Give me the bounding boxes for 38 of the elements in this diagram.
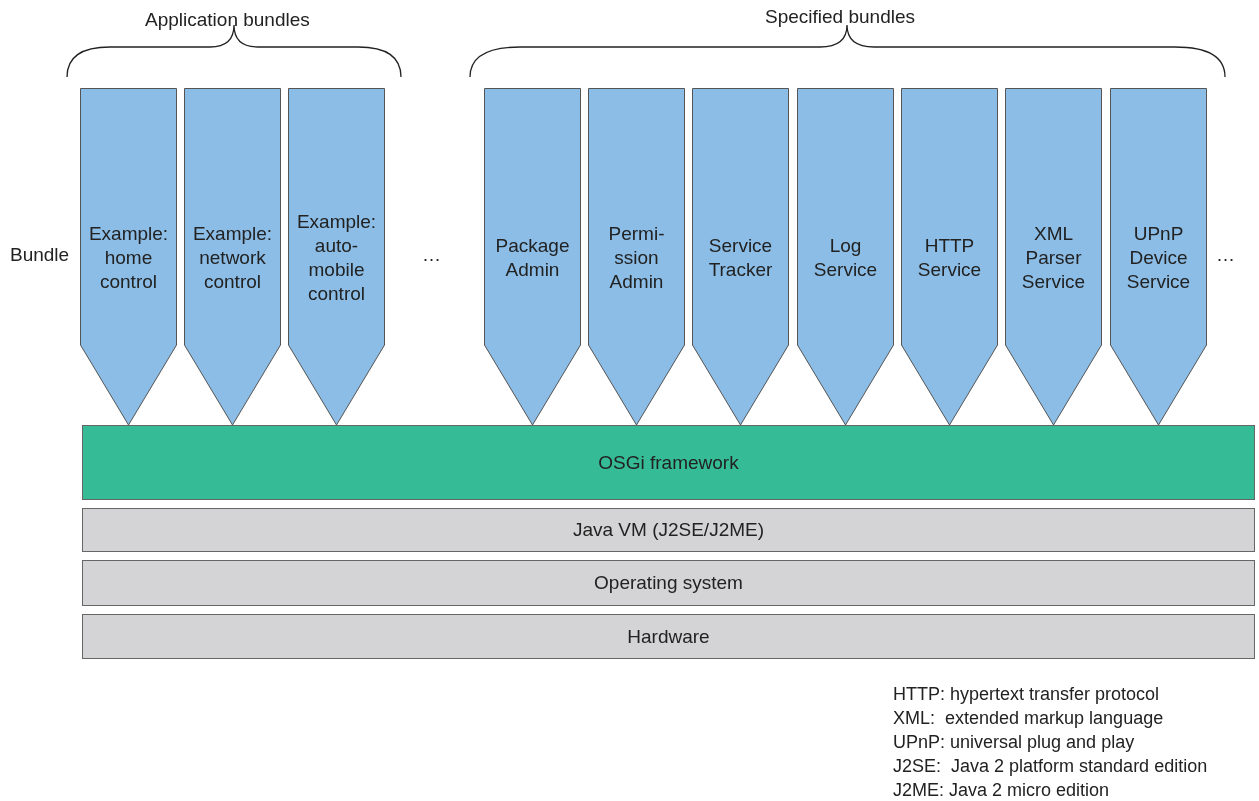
bundle-arrow-shape xyxy=(80,88,177,426)
axis-label: Bundle xyxy=(10,244,70,266)
abbreviation-note: HTTP: hypertext transfer protocol xyxy=(893,684,1160,705)
bundle-arrow-shape xyxy=(484,88,581,426)
abbreviation-note: XML: extended markup language xyxy=(893,708,1164,729)
bundle-name: Example: network control xyxy=(191,222,274,294)
bundle-name: Log Service xyxy=(812,234,879,282)
abbreviation-note: J2SE: Java 2 platform standard edition xyxy=(893,756,1208,777)
bundle-arrow-shape xyxy=(184,88,281,426)
layer-name: Hardware xyxy=(627,625,710,648)
ellipsis: … xyxy=(422,244,441,266)
bundle-name: Example: auto- mobile control xyxy=(295,210,378,306)
bundle-name: Permi- ssion Admin xyxy=(607,222,666,294)
bundle-arrow-shape xyxy=(797,88,894,426)
bundle-name: HTTP Service xyxy=(916,234,983,282)
runtime-layer xyxy=(82,508,1255,552)
hardware-layer xyxy=(82,614,1255,659)
bundle-name: XML Parser Service xyxy=(1020,222,1087,294)
bundle-name: UPnP Device Service xyxy=(1125,222,1192,294)
group-heading: Application bundles xyxy=(145,9,310,31)
bundle-name: Service Tracker xyxy=(707,234,774,282)
bundle-arrow-shape xyxy=(1005,88,1102,426)
bundle-arrow-shape xyxy=(288,88,385,426)
layer-name: Operating system xyxy=(594,572,743,594)
bundle-arrow-shape xyxy=(901,88,998,426)
abbreviation-note: J2ME: Java 2 micro edition xyxy=(893,780,1110,801)
framework-layer xyxy=(82,425,1255,500)
group-heading: Specified bundles xyxy=(765,6,915,28)
bundle-name: Package Admin xyxy=(494,234,571,282)
os-layer xyxy=(82,560,1255,606)
bundle-arrow-shape xyxy=(692,88,789,426)
layer-name: Java VM (J2SE/J2ME) xyxy=(572,519,765,541)
ellipsis: … xyxy=(1216,244,1235,266)
layer-name: OSGi framework xyxy=(598,451,739,474)
bundle-arrow-shape xyxy=(1110,88,1207,426)
abbreviation-note: UPnP: universal plug and play xyxy=(893,732,1135,753)
bundle-name: Example: home control xyxy=(87,222,170,294)
bundle-arrow-shape xyxy=(588,88,685,426)
